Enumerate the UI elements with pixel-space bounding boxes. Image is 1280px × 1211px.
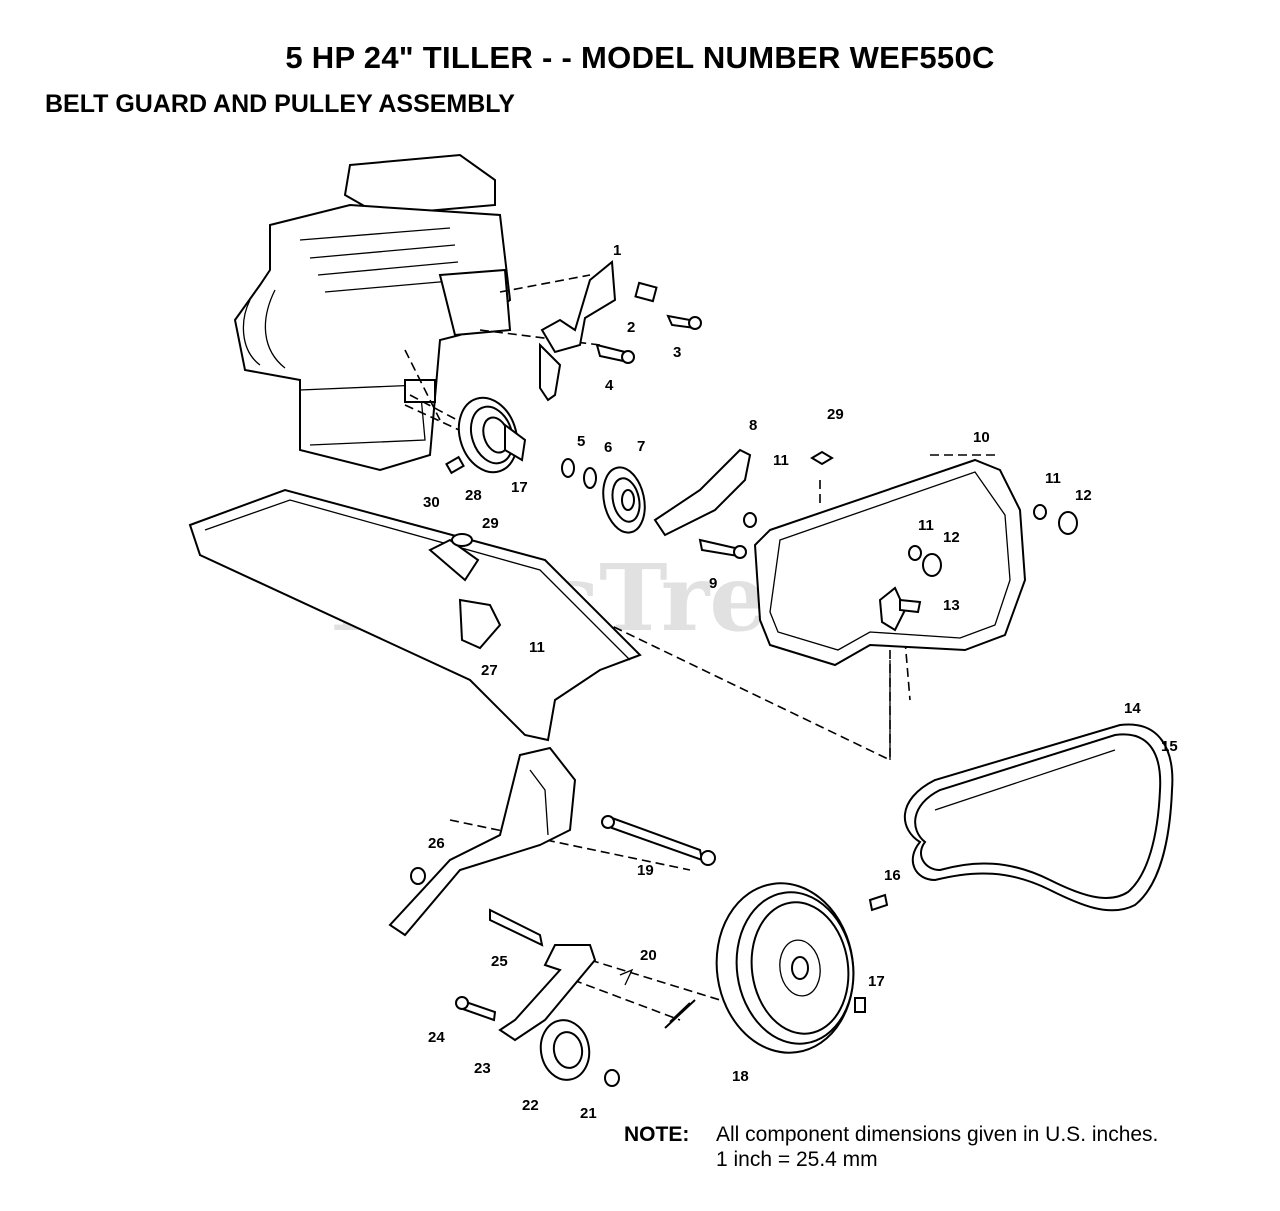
engine-drawing [233,153,512,472]
callout-12-a: 12 [1075,487,1092,504]
idler-arm-group [455,944,696,1087]
bracket-part [539,260,702,402]
callout-28: 28 [465,487,482,504]
drive-belts [904,723,1174,912]
page-title: 5 HP 24" TILLER - - MODEL NUMBER WEF550C [285,40,995,75]
note-label: NOTE: [624,1123,690,1146]
callout-2: 2 [627,319,635,336]
callout-19: 19 [637,862,654,879]
callout-3: 3 [673,344,681,361]
callout-25: 25 [491,953,508,970]
callout-29-b: 29 [482,515,499,532]
callout-20: 20 [640,947,657,964]
callout-18: 18 [732,1068,749,1085]
callout-15: 15 [1161,738,1178,755]
callout-24: 24 [428,1029,445,1046]
frame-bracket [388,746,716,947]
callout-30: 30 [423,494,440,511]
callout-11-d: 11 [529,639,545,656]
callout-29-a: 29 [827,406,844,423]
callout-4: 4 [605,377,614,394]
callout-22: 22 [522,1097,539,1114]
dimension-note: NOTE: All component dimensions given in U… [624,1122,1158,1172]
callout-8: 8 [749,417,757,434]
callout-12-b: 12 [943,529,960,546]
tine-drive-pulley [715,882,889,1054]
callout-labels: 1 2 3 4 5 6 7 8 9 10 11 11 11 11 12 12 1… [423,242,1178,1122]
callout-6: 6 [604,439,612,456]
callout-16: 16 [884,867,901,884]
callout-26: 26 [428,835,445,852]
engine-pulley [445,396,527,475]
callout-5: 5 [577,433,585,450]
tine-shield [188,488,642,742]
callout-7: 7 [637,438,645,455]
callout-21: 21 [580,1105,597,1122]
note-line-1: All component dimensions given in U.S. i… [716,1123,1159,1146]
callout-17-a: 17 [511,479,528,496]
callout-14: 14 [1124,700,1141,717]
section-title: BELT GUARD AND PULLEY ASSEMBLY [45,90,515,118]
callout-27: 27 [481,662,498,679]
callout-10: 10 [973,429,990,446]
callout-11-b: 11 [1045,470,1061,487]
callout-11-c: 11 [918,517,934,534]
callout-9: 9 [709,575,717,592]
note-line-2: 1 inch = 25.4 mm [716,1148,878,1171]
belt-guard [753,450,1078,760]
callout-17-b: 17 [868,973,885,990]
callout-13: 13 [943,597,960,614]
idler-pulley-group [561,448,757,559]
callout-11-a: 11 [773,452,789,469]
callout-23: 23 [474,1060,491,1077]
callout-1: 1 [613,242,621,259]
